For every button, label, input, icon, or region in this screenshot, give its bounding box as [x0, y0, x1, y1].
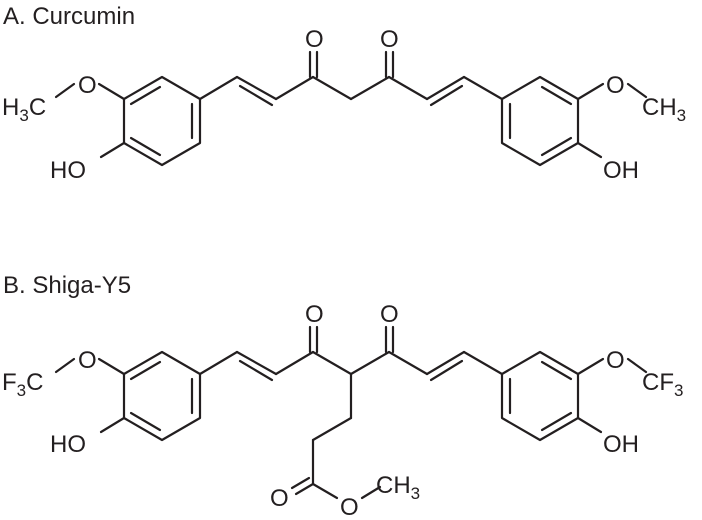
curcumin-chain [198, 50, 504, 107]
shiga-ether-o-left: O [78, 347, 97, 374]
shiga-oh-right: OH [603, 431, 639, 458]
curcumin-methoxy-o-left: O [78, 72, 97, 99]
panel-b: B. Shiga-Y5 [2, 272, 683, 520]
shiga-ester-o: O [340, 494, 359, 520]
curcumin-methoxy-o-right: O [606, 72, 625, 99]
panel-a-title: A. Curcumin [3, 3, 135, 30]
curcumin-left-substituents [54, 82, 126, 159]
curcumin-keto-o-left: O [305, 26, 324, 53]
shiga-ester-ch3-label: CH3 [376, 472, 420, 503]
curcumin-oh-right: OH [603, 157, 639, 184]
shiga-keto-o-left: O [305, 301, 324, 328]
shiga-ether-o-right: O [606, 347, 625, 374]
shiga-f3c-label: F3C [2, 369, 43, 400]
curcumin-h3c-label: H3C [2, 94, 46, 125]
curcumin-right-ring [500, 75, 580, 167]
shiga-chain [198, 325, 504, 382]
shiga-cf3-label: CF3 [642, 369, 683, 400]
curcumin-keto-o-right: O [380, 26, 399, 53]
shiga-right-ring [500, 350, 580, 442]
panel-a: A. Curcumin [2, 3, 686, 184]
curcumin-right-substituents [576, 82, 648, 159]
shiga-left-substituents [54, 357, 126, 434]
shiga-right-substituents [576, 357, 648, 434]
curcumin-ho-left: HO [50, 157, 86, 184]
shiga-side-chain [290, 372, 382, 500]
shiga-left-ring [122, 350, 202, 442]
curcumin-left-ring [122, 75, 202, 167]
shiga-ester-carbonyl-o: O [270, 485, 289, 512]
shiga-keto-o-right: O [380, 301, 399, 328]
shiga-ho-left: HO [50, 431, 86, 458]
panel-b-title: B. Shiga-Y5 [3, 272, 131, 299]
curcumin-ch3-label: CH3 [642, 94, 686, 125]
